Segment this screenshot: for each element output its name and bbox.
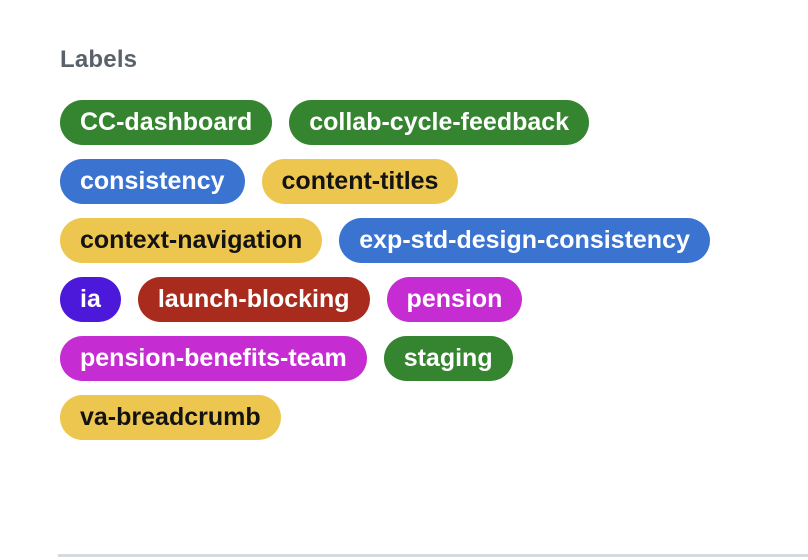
label-pill-collab-cycle-feedback[interactable]: collab-cycle-feedback xyxy=(289,100,590,145)
labels-heading: Labels xyxy=(60,46,138,73)
label-pill-launch-blocking[interactable]: launch-blocking xyxy=(137,277,370,322)
label-pill-exp-std-design-consistency[interactable]: exp-std-design-consistency xyxy=(339,218,710,263)
label-pill-ia[interactable]: ia xyxy=(60,277,121,322)
label-pill-CC-dashboard[interactable]: CC-dashboard xyxy=(60,100,273,145)
label-pill-pension[interactable]: pension xyxy=(386,277,523,322)
label-pill-content-titles[interactable]: content-titles xyxy=(261,159,459,204)
label-pill-staging[interactable]: staging xyxy=(383,336,513,381)
section-divider xyxy=(58,554,808,557)
labels-list: CC-dashboard collab-cycle-feedback consist… xyxy=(60,100,720,440)
label-pill-consistency[interactable]: consistency xyxy=(60,159,245,204)
label-pill-pension-benefits-team[interactable]: pension-benefits-team xyxy=(60,336,367,381)
label-pill-context-navigation[interactable]: context-navigation xyxy=(60,218,323,263)
label-pill-va-breadcrumb[interactable]: va-breadcrumb xyxy=(60,395,281,440)
